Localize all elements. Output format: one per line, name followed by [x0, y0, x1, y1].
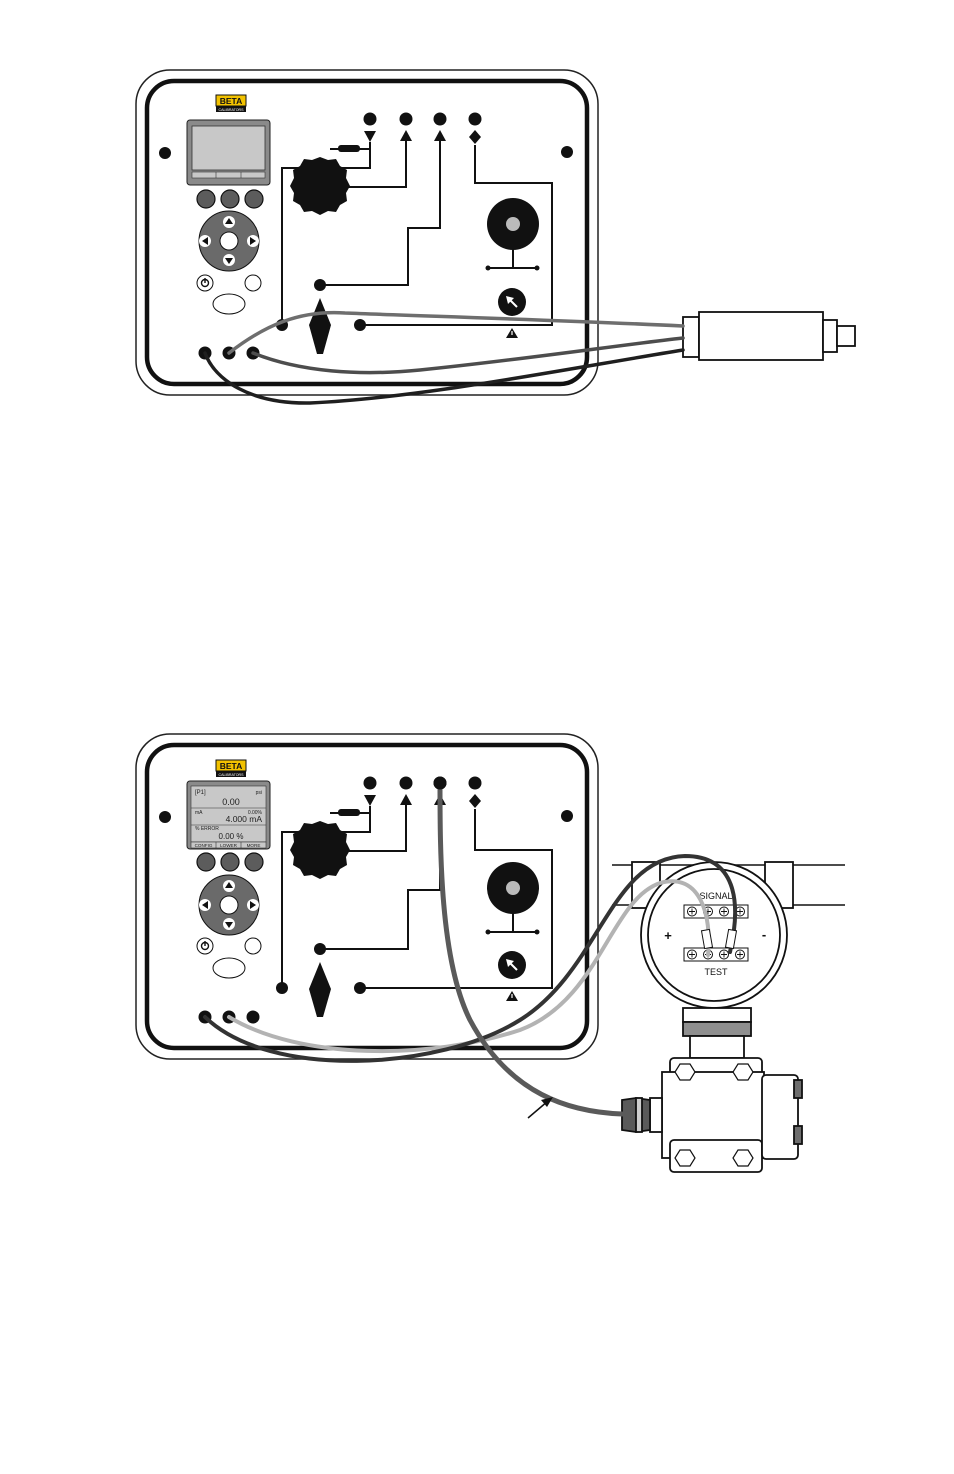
test-terminal-block — [684, 948, 748, 961]
port — [400, 113, 413, 126]
softkey-button[interactable] — [245, 853, 263, 871]
port — [434, 113, 447, 126]
display-error-value: 0.00 % — [219, 832, 244, 841]
plus-label: + — [664, 928, 672, 943]
callout-arrow-icon — [528, 1097, 553, 1118]
release-valve-icon[interactable] — [498, 951, 526, 979]
mount-screw — [561, 146, 573, 158]
valve-port — [354, 982, 366, 994]
valve-port — [314, 943, 326, 955]
valve-port — [354, 319, 366, 331]
mount-screw — [561, 810, 573, 822]
pressure-generator — [487, 198, 539, 250]
port — [364, 113, 377, 126]
test-label: TEST — [704, 967, 728, 977]
release-valve-icon[interactable] — [498, 288, 526, 316]
softkey-button[interactable] — [221, 190, 239, 208]
softkey-button[interactable] — [197, 853, 215, 871]
svg-text:BETA: BETA — [220, 96, 243, 106]
display-ma-value: 4.000 mA — [226, 814, 263, 824]
jack — [247, 1011, 260, 1024]
display-error-label: % ERROR — [195, 826, 219, 832]
pressure-generator — [487, 862, 539, 914]
softkey-button[interactable] — [245, 190, 263, 208]
display-pressure-value: 0.00 — [222, 797, 240, 807]
d-pad[interactable] — [199, 211, 259, 271]
d-pad[interactable] — [199, 875, 259, 935]
valve-port — [276, 982, 288, 994]
signal-terminal-block — [684, 905, 748, 918]
calibrator-bottom: BETA CALIBRATORS [P1] psi 0.00 mA 0.00% … — [136, 734, 845, 1172]
backlight-button[interactable] — [245, 275, 261, 291]
signal-label: SIGNAL — [699, 891, 732, 901]
valve-port — [314, 279, 326, 291]
softkey-button[interactable] — [221, 853, 239, 871]
port — [469, 113, 482, 126]
beta-logo: BETA CALIBRATORS — [216, 760, 246, 777]
backlight-button[interactable] — [245, 938, 261, 954]
softkey-button[interactable] — [197, 190, 215, 208]
display-unit: psi — [256, 790, 262, 796]
power-button[interactable] — [197, 938, 213, 954]
calibrator-top: BETA CALIBRATORS — [136, 70, 855, 403]
pressure-module — [683, 312, 855, 360]
enter-button[interactable] — [220, 232, 238, 250]
softkey-label[interactable]: CONFIG — [195, 843, 213, 848]
softkey-label[interactable]: LOWER — [220, 843, 238, 848]
beta-logo: BETA CALIBRATORS — [216, 95, 246, 112]
lcd-screen — [187, 120, 270, 185]
minus-label: - — [762, 927, 766, 942]
power-button[interactable] — [197, 275, 213, 291]
svg-text:BETA: BETA — [220, 761, 243, 771]
mount-screw — [159, 811, 171, 823]
mount-screw — [159, 147, 171, 159]
enter-button[interactable] — [220, 896, 238, 914]
softkey-label[interactable]: MORE — [247, 843, 261, 848]
port — [400, 777, 413, 790]
display-ma-label: mA — [195, 810, 203, 816]
svg-text:CALIBRATORS: CALIBRATORS — [218, 773, 244, 777]
oval-button[interactable] — [213, 958, 245, 978]
port — [364, 777, 377, 790]
display-port-label: [P1] — [195, 790, 206, 796]
port — [469, 777, 482, 790]
oval-button[interactable] — [213, 294, 245, 314]
svg-text:CALIBRATORS: CALIBRATORS — [218, 108, 244, 112]
lcd-screen: [P1] psi 0.00 mA 0.00% 4.000 mA % ERROR … — [187, 781, 270, 849]
